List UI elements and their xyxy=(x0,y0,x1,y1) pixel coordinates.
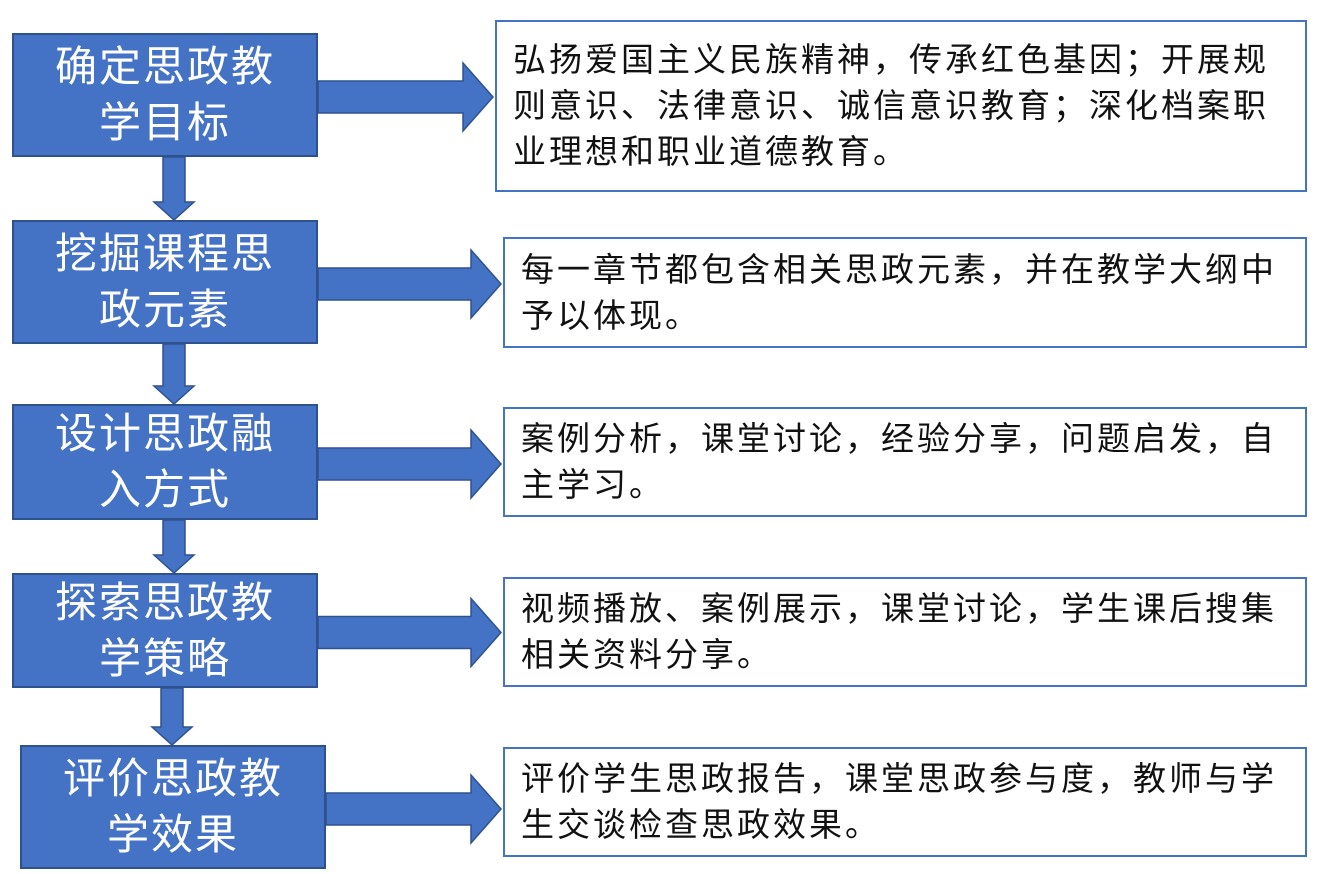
description-text-5: 评价学生思政报告，课堂思政参与度，教师与学生交谈检查思政效果。 xyxy=(521,759,1277,844)
step-label-4: 探索思政教学策略 xyxy=(54,577,275,683)
description-box-2: 每一章节都包含相关思政元素，并在教学大纲中予以体现。 xyxy=(503,237,1307,348)
description-text-4: 视频播放、案例展示，课堂讨论，学生课后搜集相关资料分享。 xyxy=(521,589,1277,674)
step-box-3: 设计思政融入方式 xyxy=(12,404,318,520)
down-arrow-1 xyxy=(152,156,196,222)
down-arrow-3 xyxy=(152,519,196,575)
description-box-3: 案例分析，课堂讨论，经验分享，问题启发，自主学习。 xyxy=(503,407,1307,517)
description-text-3: 案例分析，课堂讨论，经验分享，问题启发，自主学习。 xyxy=(521,419,1277,504)
step-box-5: 评价思政教学效果 xyxy=(20,745,326,869)
step-box-4: 探索思政教学策略 xyxy=(12,573,318,688)
step-label-2: 挖掘课程思政元素 xyxy=(54,229,275,334)
description-box-5: 评价学生思政报告，课堂思政参与度，教师与学生交谈检查思政效果。 xyxy=(503,747,1307,857)
right-arrow-5 xyxy=(325,773,503,845)
step-box-2: 挖掘课程思政元素 xyxy=(12,220,318,344)
down-arrow-2 xyxy=(152,343,196,406)
description-text-1: 弘扬爱国主义民族精神，传承红色基因；开展规则意识、法律意识、诚信意识教育；深化档… xyxy=(513,40,1269,171)
step-box-1: 确定思政教学目标 xyxy=(12,33,318,157)
down-arrow-4 xyxy=(150,687,194,747)
step-label-5: 评价思政教学效果 xyxy=(62,754,283,859)
description-box-4: 视频播放、案例展示，课堂讨论，学生课后搜集相关资料分享。 xyxy=(503,577,1307,687)
description-box-1: 弘扬爱国主义民族精神，传承红色基因；开展规则意识、法律意识、诚信意识教育；深化档… xyxy=(495,20,1307,192)
right-arrow-3 xyxy=(317,428,503,500)
right-arrow-1 xyxy=(317,61,495,133)
step-label-3: 设计思政融入方式 xyxy=(54,409,275,514)
step-label-1: 确定思政教学目标 xyxy=(54,42,275,147)
right-arrow-2 xyxy=(317,248,503,320)
right-arrow-4 xyxy=(317,596,503,669)
description-text-2: 每一章节都包含相关思政元素，并在教学大纲中予以体现。 xyxy=(521,249,1277,335)
